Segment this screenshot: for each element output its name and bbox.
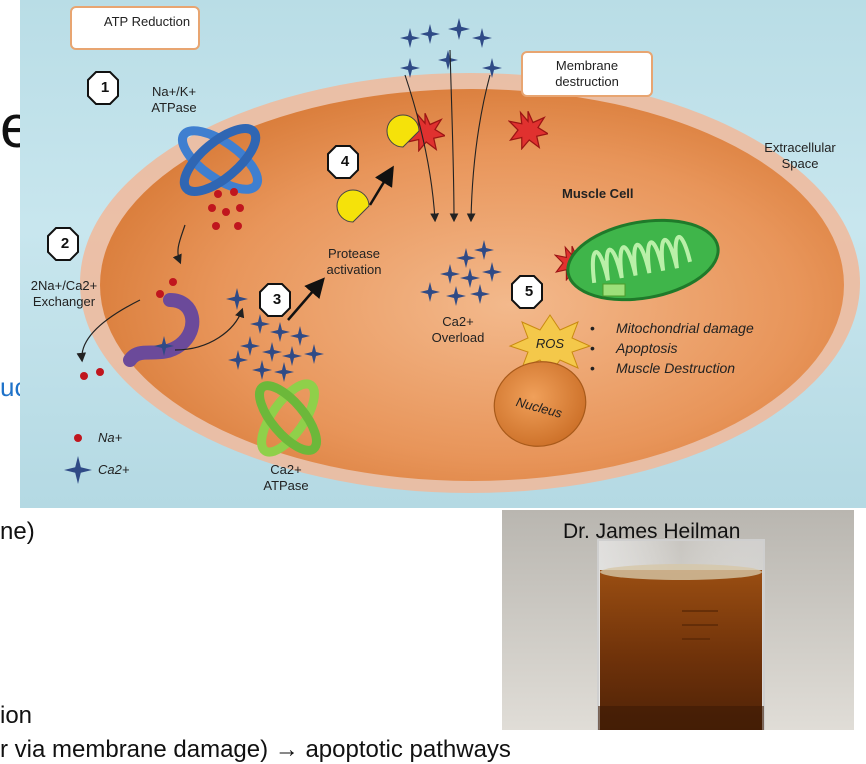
ca-overload-label: Ca2+ Overload bbox=[431, 314, 485, 345]
step-1-marker: 1 bbox=[100, 79, 110, 96]
extracellular-space-label: Extracellular Space bbox=[764, 140, 836, 171]
protease-to-step4-arrow bbox=[368, 165, 394, 206]
slide-text-fragment-3: r via membrane damage) → apoptotic pathw… bbox=[0, 736, 511, 763]
outcome-item: Mitochondrial damage bbox=[590, 318, 754, 338]
outcome-list: Mitochondrial damage Apoptosis Muscle De… bbox=[590, 318, 754, 378]
step-hexagons bbox=[47, 71, 543, 317]
mitochondrion-icon bbox=[566, 218, 720, 302]
exchanger-label: 2Na+/Ca2+ Exchanger bbox=[30, 278, 98, 309]
mitochondria-leak bbox=[602, 283, 626, 297]
step-5-marker: 5 bbox=[524, 283, 534, 300]
legend-na-label: Na+ bbox=[98, 430, 123, 445]
membrane-destruction-box: Membrane destruction bbox=[521, 51, 653, 97]
photo-credit: Dr. James Heilman bbox=[563, 520, 741, 543]
ca-influx-arrow bbox=[174, 307, 245, 351]
calcium-influx-lines bbox=[404, 49, 491, 223]
step-3-marker: 3 bbox=[272, 291, 282, 308]
diagram-artwork bbox=[47, 15, 860, 493]
activated-protease-icon bbox=[386, 114, 420, 148]
slide-text-fragment-1: ne) bbox=[0, 518, 35, 545]
ca-atpase-label: Ca2+ ATPase bbox=[263, 462, 309, 493]
urine-liquid bbox=[600, 570, 762, 730]
protease-icon bbox=[336, 189, 370, 223]
muscle-cell-body bbox=[100, 89, 844, 481]
outcome-item: Muscle Destruction bbox=[590, 358, 754, 378]
muscle-cell-label: Muscle Cell bbox=[562, 186, 634, 201]
ca-atpase-icon bbox=[255, 379, 321, 457]
tube-markings bbox=[682, 610, 718, 640]
sodium-ions bbox=[80, 188, 244, 380]
rhabdomyolysis-diagram: ATP Reduction Membrane destruction Extra… bbox=[20, 0, 866, 508]
legend-ca-label: Ca2+ bbox=[98, 462, 130, 477]
step-4-marker: 4 bbox=[340, 153, 350, 170]
na-efflux-arrow bbox=[76, 299, 141, 363]
membrane-destruction-label: Membrane destruction bbox=[555, 58, 619, 89]
urine-sample-image bbox=[502, 510, 854, 730]
na-k-atpase-label: Na+/K+ ATPase bbox=[151, 84, 197, 115]
legend-na-dot bbox=[74, 434, 82, 442]
ros-label: ROS bbox=[535, 336, 565, 351]
atp-reduction-label: ATP Reduction bbox=[103, 14, 191, 29]
atp-reduction-box: ATP Reduction bbox=[70, 6, 200, 50]
nucleus-icon bbox=[493, 361, 587, 447]
urine-sample-photo bbox=[502, 510, 854, 730]
slide-text-fragment-2: ion bbox=[0, 702, 33, 729]
exchanger-icon bbox=[123, 293, 200, 367]
outcome-item: Apoptosis bbox=[590, 338, 754, 358]
legend-ca-star bbox=[64, 456, 92, 484]
protease-activation-label: Protease activation bbox=[326, 246, 382, 277]
na-influx-arrow bbox=[172, 224, 186, 265]
step3-to-protease-arrow bbox=[287, 277, 325, 321]
step-2-marker: 2 bbox=[60, 235, 70, 252]
